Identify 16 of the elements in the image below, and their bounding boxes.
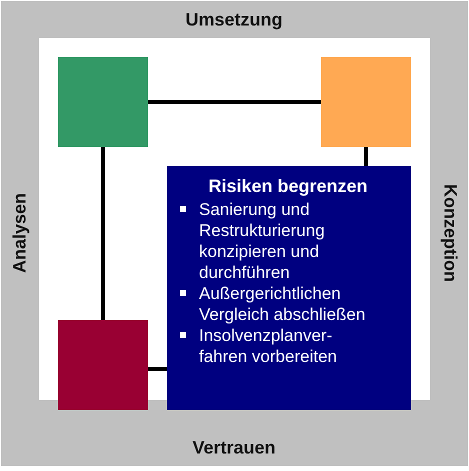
bullet-item: Außergerichtlichen Vergleich abschließen — [175, 283, 401, 325]
colored-square — [321, 57, 411, 147]
connector-line — [101, 147, 105, 320]
bullet-item: Insolvenzplanver- fahren vorbereiten — [175, 325, 401, 367]
colored-square — [58, 320, 148, 410]
side-label: Umsetzung — [186, 10, 282, 30]
side-label: Konzeption — [440, 184, 460, 282]
panel-heading: Risiken begrenzen — [207, 176, 369, 197]
side-label: Analysen — [10, 192, 30, 274]
side-label: Vertrauen — [192, 438, 276, 458]
connector-line — [364, 147, 368, 166]
text-panel — [167, 166, 411, 410]
colored-square — [58, 57, 148, 147]
connector-line — [148, 367, 167, 371]
connector-line — [148, 100, 321, 104]
bullet-item: Sanierung und Restrukturierung konzipieren und durchführen — [175, 199, 401, 283]
